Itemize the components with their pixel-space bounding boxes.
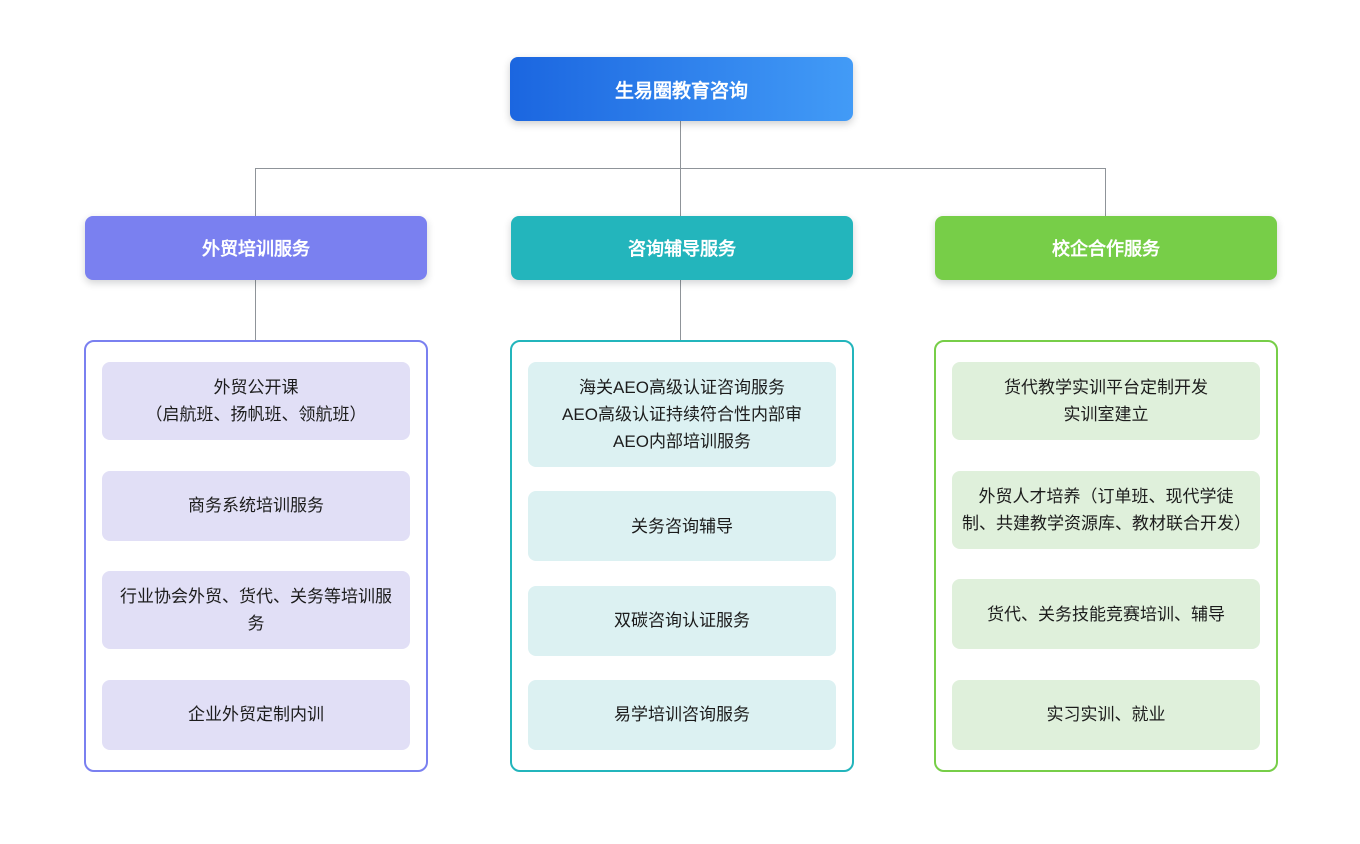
branch-item: 商务系统培训服务 <box>102 470 410 541</box>
connector-branch-0-drop <box>255 168 256 216</box>
connector-branch-0-to-container <box>255 280 256 340</box>
connector-branch-1-drop <box>680 168 681 216</box>
branch-item: 企业外贸定制内训 <box>102 679 410 750</box>
branch-item: 行业协会外贸、货代、关务等培训服务 <box>102 571 410 650</box>
root-node: 生易圈教育咨询 <box>510 57 853 121</box>
branch-container-school-enterprise: 货代教学实训平台定制开发 实训室建立 外贸人才培养（订单班、现代学徒制、共建教学… <box>934 340 1278 772</box>
connector-root-vertical <box>680 121 681 168</box>
branch-item: 外贸公开课 （启航班、扬帆班、领航班） <box>102 362 410 440</box>
connector-branch-1-to-container <box>680 280 681 340</box>
branch-title: 咨询辅导服务 <box>628 239 736 259</box>
branch-item: 外贸人才培养（订单班、现代学徒制、共建教学资源库、教材联合开发） <box>952 470 1260 549</box>
branch-title: 外贸培训服务 <box>202 239 310 259</box>
branch-header-consulting: 咨询辅导服务 <box>511 216 853 280</box>
branch-header-trade-training: 外贸培训服务 <box>85 216 427 280</box>
branch-container-consulting: 海关AEO高级认证咨询服务 AEO高级认证持续符合性内部审 AEO内部培训服务 … <box>510 340 854 772</box>
branch-item: 关务咨询辅导 <box>528 491 836 562</box>
branch-item: 双碳咨询认证服务 <box>528 585 836 656</box>
branch-header-school-enterprise: 校企合作服务 <box>935 216 1277 280</box>
branch-item: 海关AEO高级认证咨询服务 AEO高级认证持续符合性内部审 AEO内部培训服务 <box>528 362 836 467</box>
branch-title: 校企合作服务 <box>1052 239 1160 259</box>
branch-item: 货代、关务技能竞赛培训、辅导 <box>952 579 1260 650</box>
branch-item: 易学培训咨询服务 <box>528 679 836 750</box>
branch-item: 实习实训、就业 <box>952 679 1260 750</box>
root-title: 生易圈教育咨询 <box>614 80 748 102</box>
branch-item: 货代教学实训平台定制开发 实训室建立 <box>952 362 1260 440</box>
connector-branch-2-drop <box>1105 168 1106 216</box>
branch-container-trade-training: 外贸公开课 （启航班、扬帆班、领航班） 商务系统培训服务 行业协会外贸、货代、关… <box>84 340 428 772</box>
